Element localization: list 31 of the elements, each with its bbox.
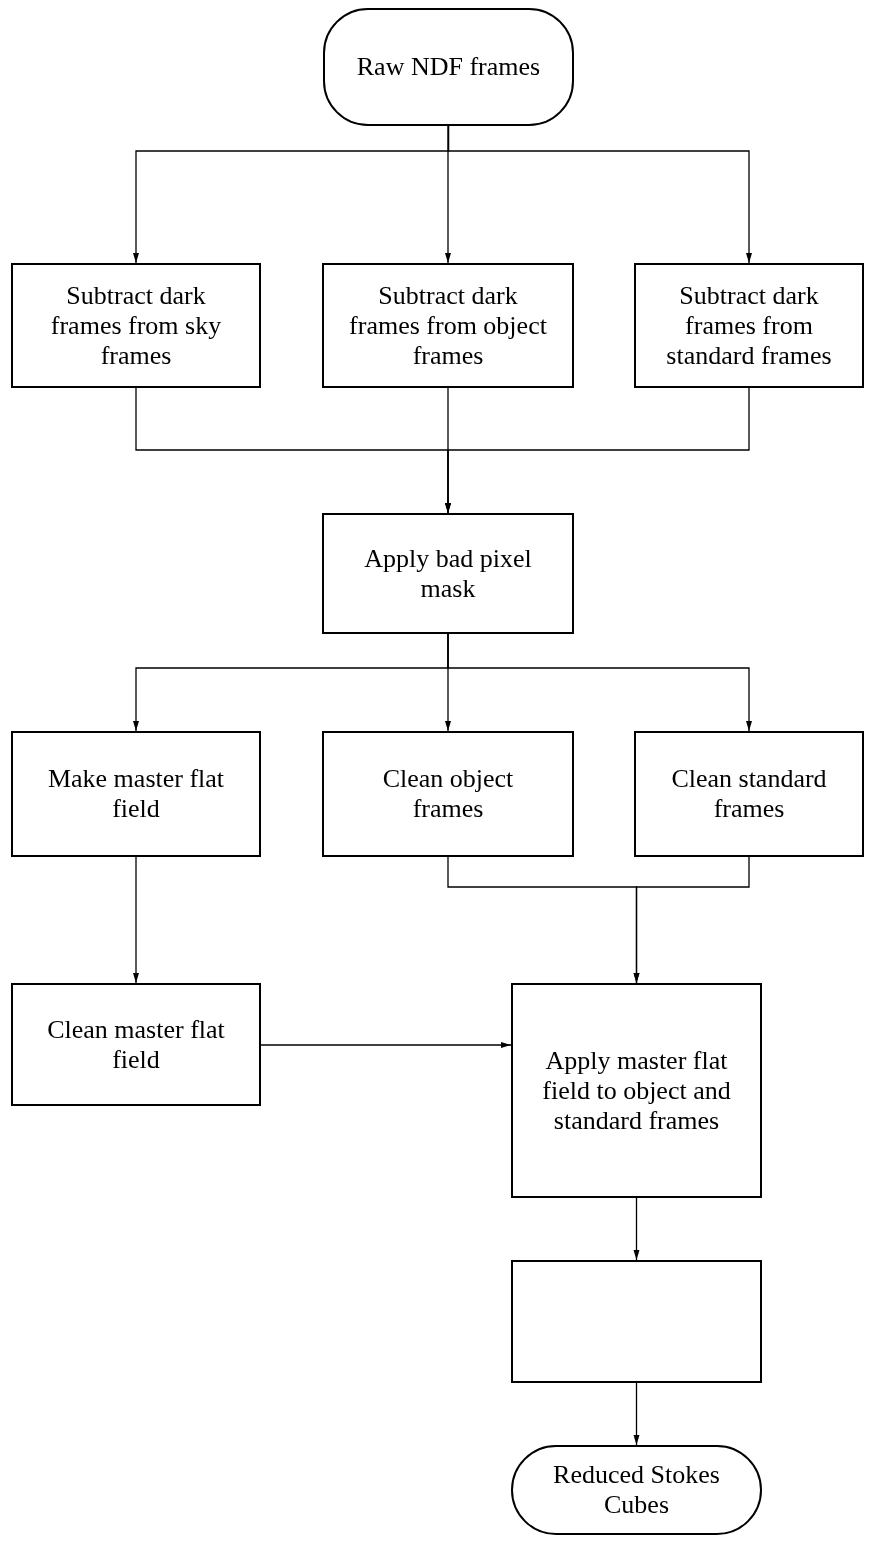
process-box — [511, 983, 762, 1198]
process-box — [322, 263, 574, 388]
node-label: Subtract dark frames from object frames — [348, 280, 548, 371]
arrow — [133, 856, 139, 984]
process-box — [511, 1260, 762, 1383]
process-box — [634, 731, 864, 857]
process-box — [322, 731, 574, 857]
arrow — [260, 1042, 512, 1048]
node-label: Subtract dark frames from sky frames — [49, 280, 223, 371]
process-box — [11, 983, 261, 1106]
node-label: Clean object frames — [381, 764, 515, 824]
process-box — [634, 263, 864, 388]
node-label: Clean master flat field — [46, 1014, 226, 1075]
arrow — [447, 125, 752, 264]
arrow — [447, 633, 752, 732]
node-label: Subtract dark frames from standard frames — [665, 280, 833, 371]
arrow — [633, 856, 750, 984]
node-label: Raw NDF frames — [355, 52, 542, 82]
node-label: Clean standard frames — [670, 764, 828, 824]
arrow — [445, 125, 451, 264]
arrow — [633, 1197, 640, 1261]
node-label: Apply master flat field to object and standard frames — [541, 1045, 732, 1136]
process-box — [11, 263, 261, 388]
arrow — [633, 1382, 640, 1446]
process-box — [322, 513, 574, 634]
node-label: Reduced Stokes Cubes — [552, 1460, 721, 1520]
terminal-box — [323, 8, 574, 126]
process-box — [11, 731, 261, 857]
arrow — [445, 387, 750, 514]
node-label: Make master flat field — [46, 764, 226, 824]
node-label: Apply bad pixel mask — [363, 543, 533, 604]
